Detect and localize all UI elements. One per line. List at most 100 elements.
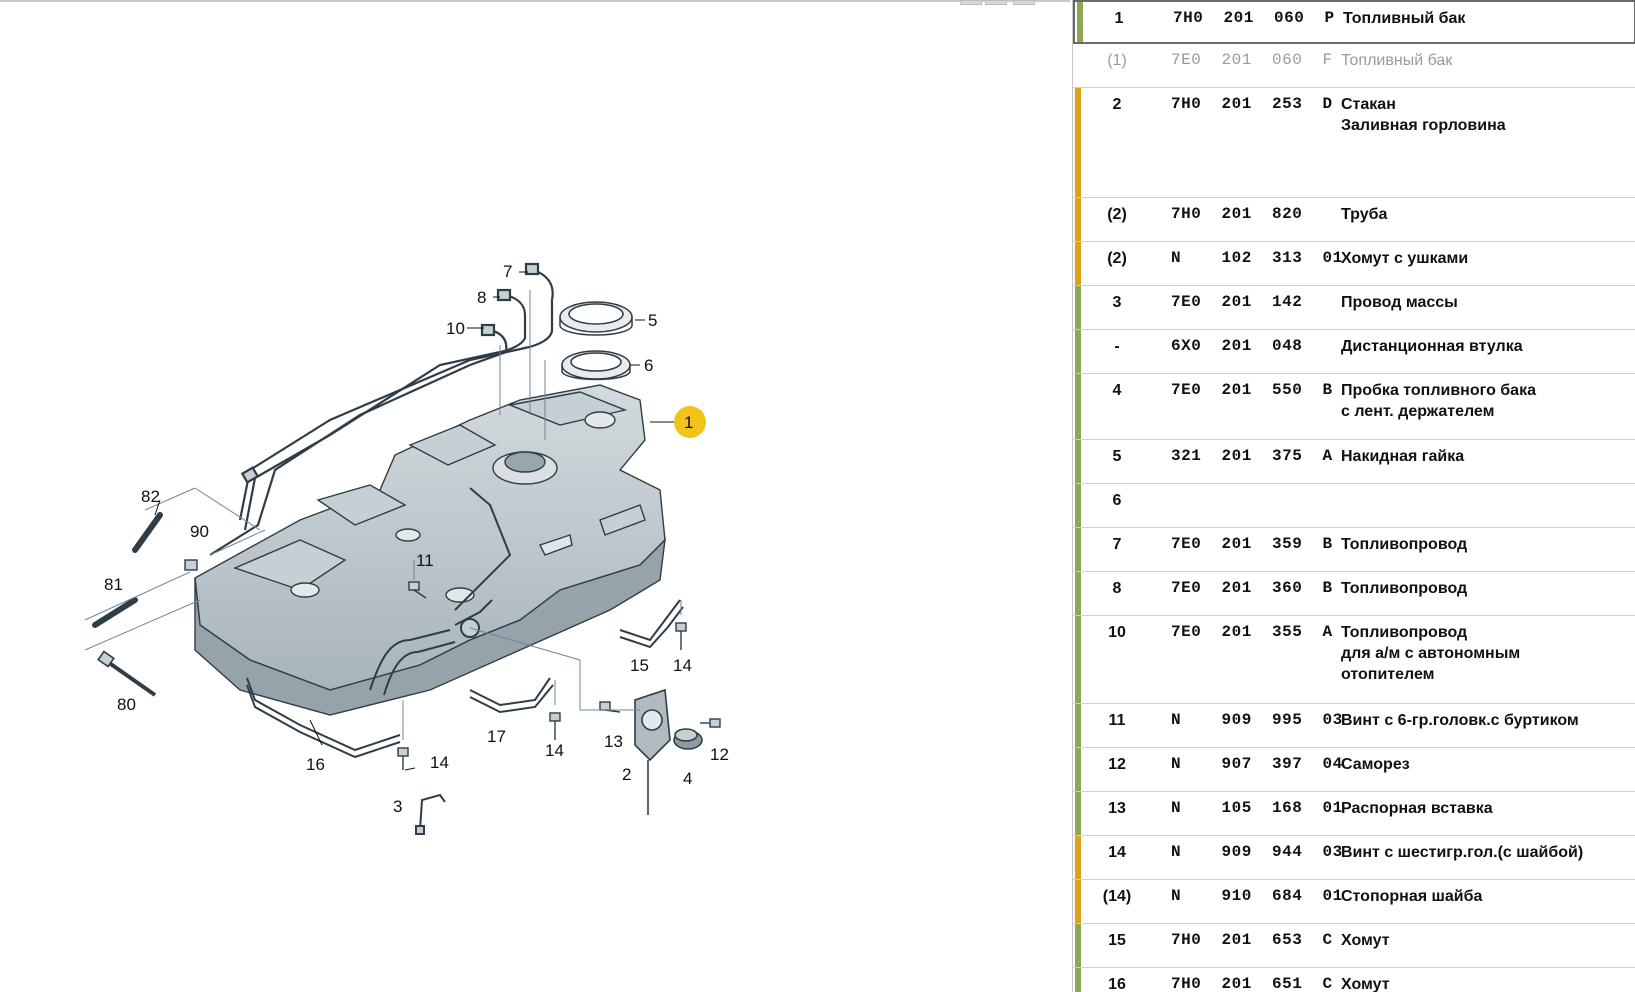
callout-label[interactable]: 1 xyxy=(684,413,693,432)
toolbar-button-2[interactable] xyxy=(985,0,1007,5)
callout-label: 12 xyxy=(710,745,729,764)
position-number: 12 xyxy=(1108,756,1126,773)
status-bar xyxy=(1075,880,1081,923)
position-number: 15 xyxy=(1108,932,1126,949)
toolbar-button-3[interactable] xyxy=(1013,0,1035,5)
part-description: Топливопровод xyxy=(1341,578,1631,599)
position-number: 3 xyxy=(1112,294,1122,311)
status-bar xyxy=(1075,616,1081,703)
position-number: (2) xyxy=(1107,250,1127,267)
filler-neck xyxy=(369,487,512,696)
description-line: Стопорная шайба xyxy=(1341,888,1483,905)
bolts xyxy=(184,559,721,770)
part-description: Топливный бак xyxy=(1343,8,1633,29)
part-number: 7H0 201 253 D xyxy=(1171,95,1333,113)
callout-label: 8 xyxy=(477,288,486,307)
exploded-parts-diagram: 1 2 3 4 5 6 7 8 10 11 12 13 14 14 14 15 … xyxy=(84,262,729,835)
description-line: Дистанционная втулка xyxy=(1341,338,1523,355)
description-line: Винт с 6-гр.головк.с буртиком xyxy=(1341,712,1579,729)
part-number: 7H0 201 651 C xyxy=(1171,975,1333,992)
status-bar xyxy=(1075,572,1081,615)
tank-straps xyxy=(246,599,684,759)
part-number: 7E0 201 355 A xyxy=(1171,623,1333,641)
callout-label: 90 xyxy=(190,522,209,541)
description-line: Распорная вставка xyxy=(1341,800,1493,817)
callout-label: 80 xyxy=(117,695,136,714)
description-line: отопителем xyxy=(1341,666,1435,683)
description-line: с лент. держателем xyxy=(1341,403,1495,420)
callout-label: 14 xyxy=(430,753,449,772)
part-number: N 909 944 03 xyxy=(1171,843,1343,861)
position-number: 8 xyxy=(1112,580,1122,597)
description-line: для а/м с автономным xyxy=(1341,645,1521,662)
part-number: 7E0 201 060 F xyxy=(1171,51,1333,69)
fuel-tank xyxy=(194,384,666,716)
part-number: N 102 313 01 xyxy=(1171,249,1343,267)
description-line: Заливная горловина xyxy=(1341,117,1506,134)
description-line: Винт с шестигр.гол.(с шайбой) xyxy=(1341,844,1584,861)
status-bar xyxy=(1075,44,1081,87)
position-number: 16 xyxy=(1108,976,1126,992)
part-number: 321 201 375 A xyxy=(1171,447,1333,465)
part-number: 7E0 201 360 B xyxy=(1171,579,1333,597)
part-description: Провод массы xyxy=(1341,292,1631,313)
position-number: (1) xyxy=(1107,52,1127,69)
callout-label: 81 xyxy=(104,575,123,594)
status-bar xyxy=(1075,924,1081,967)
part-description: Дистанционная втулка xyxy=(1341,336,1631,357)
part-number: 7E0 201 359 B xyxy=(1171,535,1333,553)
ground-wire xyxy=(415,793,446,835)
position-number: 4 xyxy=(1112,382,1122,399)
callout-label: 11 xyxy=(416,551,434,570)
description-line: Провод массы xyxy=(1341,294,1458,311)
position-number: 14 xyxy=(1108,844,1126,861)
description-line: Хомут xyxy=(1341,932,1390,949)
description-line: Саморез xyxy=(1341,756,1410,773)
position-number: (14) xyxy=(1102,888,1132,905)
part-description: Винт с шестигр.гол.(с шайбой) xyxy=(1341,842,1631,863)
callout-label: 7 xyxy=(503,262,512,281)
status-bar xyxy=(1075,704,1081,747)
part-number: N 909 995 03 xyxy=(1171,711,1343,729)
parts-row[interactable]: - 6X0 201 048 Дистанционная втулка xyxy=(1073,330,1635,374)
callout-1-highlight[interactable] xyxy=(674,406,706,438)
part-number: N 105 168 01 xyxy=(1171,799,1343,817)
parts-row[interactable]: 6 xyxy=(1073,484,1635,528)
toolbar-button-1[interactable] xyxy=(960,0,982,5)
callout-label: 5 xyxy=(648,311,657,330)
part-description: Хомут xyxy=(1341,974,1631,992)
parts-row[interactable]: 16 7H0 201 651 C Хомут xyxy=(1073,968,1635,992)
part-description: Винт с 6-гр.головк.с буртиком xyxy=(1341,710,1631,731)
position-number: 2 xyxy=(1112,96,1122,113)
description-line: Топливопровод xyxy=(1341,536,1468,553)
part-description: Хомут xyxy=(1341,930,1631,951)
description-line: Топливопровод xyxy=(1341,624,1468,641)
position-number: - xyxy=(1114,338,1120,355)
part-number: 7H0 201 820 xyxy=(1171,205,1303,223)
status-bar xyxy=(1075,748,1081,791)
part-description: Саморез xyxy=(1341,754,1631,775)
hoses xyxy=(92,512,163,697)
status-bar xyxy=(1075,286,1081,329)
part-number: 6X0 201 048 xyxy=(1171,337,1303,355)
part-number: N 907 397 04 xyxy=(1171,755,1343,773)
parts-row[interactable]: 8 7E0 201 360 B Топливопровод xyxy=(1073,572,1635,616)
position-number: 6 xyxy=(1112,492,1122,509)
